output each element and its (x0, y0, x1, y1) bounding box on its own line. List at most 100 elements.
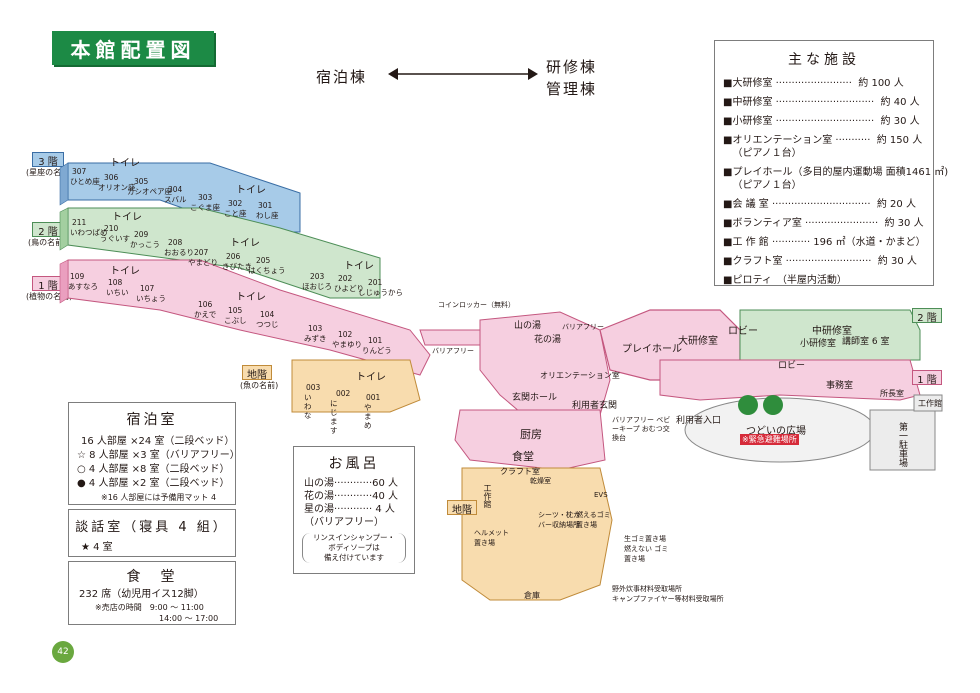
room-1f-name: やまゆり (332, 340, 362, 349)
floor-tag-2f: 2 階 (32, 222, 64, 238)
dining-hours-2: 14:00 ～ 17:00 (159, 614, 219, 623)
room-1f-name: りんどう (362, 346, 392, 355)
drying-room-label: 乾燥室 (530, 477, 551, 485)
floor-sub-2f: (鳥の名前) (28, 238, 67, 247)
parking-label: 第一駐車場 (897, 422, 907, 467)
dining-label: 食堂 (512, 450, 534, 463)
room-3f-name: わし座 (256, 211, 279, 220)
lobby-2f-label: ロビー (728, 326, 758, 337)
direction-right-label-2: 管理棟 (546, 80, 598, 98)
room-2f-name: おおるり (164, 248, 194, 257)
room-2f-num: 203 (310, 272, 325, 281)
room-3f-num: 301 (258, 201, 273, 210)
room-2f-num: 201 (368, 278, 383, 287)
tree-icon (738, 395, 758, 415)
sheets-label: シーツ・枕カバー収納場所 (538, 511, 580, 529)
room-1f-num: 107 (140, 284, 155, 293)
bath-legend: お風呂 山の湯············60 人 花の湯············4… (293, 446, 415, 574)
room-2f-name: かっこう (130, 240, 160, 249)
craft-room-label: クラフト室 (500, 467, 540, 476)
outdoor-cooking-label: 野外炊事材料受取場所 (612, 585, 682, 593)
page-title: 本館配置図 (52, 31, 214, 65)
lodging-b1 (291, 359, 421, 413)
direction-right-label-1: 研修棟 (546, 58, 598, 76)
bath-line: 花の湯············40 人 (304, 491, 399, 502)
room-2f-num: 211 (72, 218, 87, 227)
facility-item: ■会 議 室 ······························· 約… (723, 199, 916, 210)
room-b1-name: いわな (304, 393, 312, 420)
workshop-area (913, 394, 943, 412)
lobby-1f-label: ロビー (778, 361, 806, 371)
campfire-label: キャンプファイヤー等材料受取場所 (612, 595, 724, 603)
right-1f-tag: 1 階 (912, 370, 942, 386)
facilities-panel: 主な施設 ■大研修室 ························ 約 10… (714, 40, 948, 286)
large-training-room-label: 大研修室 (678, 336, 718, 347)
yama-no-yu-label: 山の湯 (514, 321, 542, 331)
room-1f-num: 105 (228, 306, 243, 315)
lounge-line: ★ 4 室 (81, 542, 113, 553)
right-2f-tag: 2 階 (912, 308, 942, 324)
floor-sub-b1: (魚の名前) (240, 381, 279, 390)
room-1f-name: いちい (106, 288, 129, 297)
dining-line: 232 席（幼児用イス12脚） (79, 589, 204, 600)
floor-tag-3f: 3 階 (32, 152, 64, 168)
floor-sub-1f: (植物の名前) (26, 292, 73, 301)
room-3f-num: 303 (198, 193, 213, 202)
room-2f-name: うぐいす (100, 234, 130, 243)
floor-tag-b1: 地階 (242, 365, 272, 381)
room-3f-name: スバル (164, 195, 187, 204)
toilet-1f-2: トイレ (236, 292, 266, 303)
direction-left-label: 宿泊棟 (316, 68, 368, 86)
room-1f-name: いちょう (136, 294, 166, 303)
bath-note: リンスインシャンプー・ ボディソープは 備え付けています (302, 533, 406, 563)
room-b1-num: 002 (336, 389, 351, 398)
room-3f-num: 307 (72, 167, 87, 176)
bath-line: （バリアフリー） (304, 517, 384, 528)
room-2f-num: 206 (226, 252, 241, 261)
evacuation-label: ※緊急避難場所 (740, 434, 799, 445)
toilet-1f: トイレ (110, 266, 140, 277)
lodging-line: 16 人部屋 ×24 室（二段ベッド） (81, 436, 235, 447)
room-2f-name: はくちょう (248, 266, 286, 275)
room-1f-name: かえで (194, 310, 217, 319)
facility-item: （ピアノ１台） (723, 180, 802, 191)
dining-hours-1: ※売店の時間 9:00 ～ 11:00 (95, 603, 204, 612)
burnable-trash-label: 燃えるゴミ置き場 (576, 511, 611, 529)
room-1f-name: こぶし (224, 316, 247, 325)
room-2f-num: 208 (168, 238, 183, 247)
bath-note-line: リンスインシャンプー・ (312, 533, 396, 542)
user-entry-label: 利用者入口 (676, 416, 722, 426)
lecturer-room-label: 講師室 6 室 (842, 337, 890, 347)
right-2f (739, 309, 921, 361)
room-2f-name: しじゅうから (358, 288, 403, 297)
toilet-2f: トイレ (112, 212, 142, 223)
tree-icon (763, 395, 783, 415)
lodging-legend: 宿泊室 16 人部屋 ×24 室（二段ベッド） ☆ 8 人部屋 ×3 室（バリア… (68, 402, 240, 505)
lodging-line: ○ 4 人部屋 ×8 室（二段ベッド） (77, 464, 230, 475)
room-1f-name: つつじ (256, 320, 279, 329)
dining-legend: 食 堂 232 席（幼児用イス12脚） ※売店の時間 9:00 ～ 11:00 … (68, 561, 236, 625)
room-3f-num: 306 (104, 173, 119, 182)
kitchen-label: 厨房 (520, 428, 542, 441)
room-1f-num: 108 (108, 278, 123, 287)
room-1f-num: 102 (338, 330, 353, 339)
dining-legend-title: 食 堂 (126, 569, 178, 585)
hana-no-yu-label: 花の湯 (534, 335, 562, 345)
room-1f-num: 106 (198, 300, 213, 309)
room-3f-num: 304 (168, 185, 183, 194)
room-3f-num: 305 (134, 177, 149, 186)
lodging-2f (59, 207, 381, 299)
toilet-2f-3: トイレ (344, 261, 374, 272)
workshop-label: 工作館 (918, 399, 942, 408)
room-3f-num: 302 (228, 199, 243, 208)
room-2f-name: ほおじろ (302, 282, 332, 291)
coin-locker-label: コインロッカー（無料） (438, 301, 515, 309)
room-b1-name: にじます (330, 399, 338, 435)
floor-sub-3f: (星座の名前) (26, 168, 73, 177)
facility-item: ■中研修室 ······························· 約 … (723, 97, 920, 108)
room-1f-name: あすなろ (68, 282, 98, 291)
warehouse-label: 倉庫 (524, 591, 540, 600)
floor-tag-1f: 1 階 (32, 276, 64, 292)
room-b1-num: 001 (366, 393, 381, 402)
